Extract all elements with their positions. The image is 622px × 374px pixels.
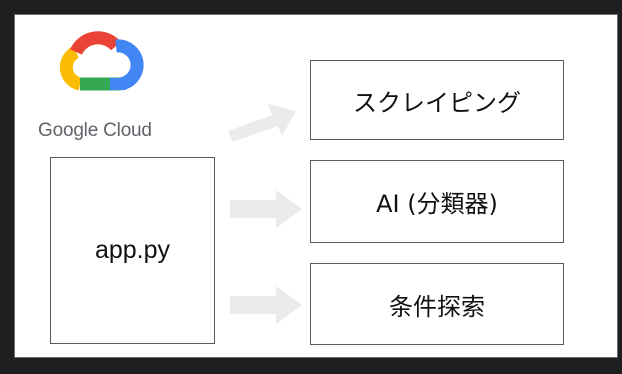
scraping-label: スクレイピング bbox=[353, 88, 521, 117]
condition-search-label: 条件探索 bbox=[389, 292, 485, 321]
condition-search-box: 条件探索 bbox=[310, 263, 564, 345]
ai-classifier-label: AI (分類器) bbox=[376, 190, 498, 218]
google-cloud-icon bbox=[59, 31, 144, 91]
scraping-box: スクレイピング bbox=[310, 60, 564, 140]
app-py-box: app.py bbox=[50, 157, 215, 344]
google-cloud-logo-text: Google Cloud bbox=[38, 120, 152, 141]
ai-classifier-box: AI (分類器) bbox=[310, 160, 564, 243]
app-py-label: app.py bbox=[94, 236, 171, 264]
